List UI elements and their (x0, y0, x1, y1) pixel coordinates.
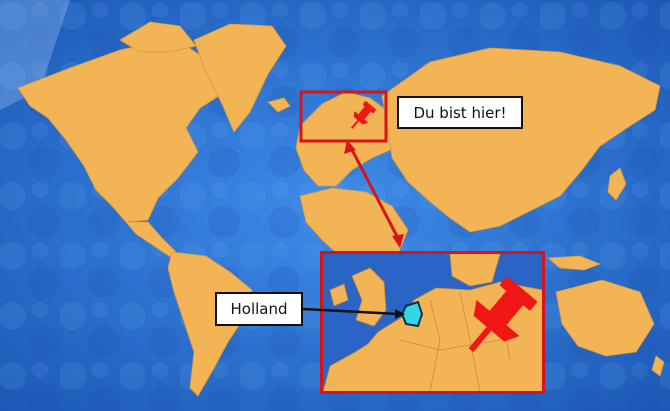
holland-pointer (302, 307, 405, 319)
indonesia (546, 255, 602, 271)
inset-mainland-europe (323, 281, 543, 392)
australia (555, 279, 655, 357)
greenland (193, 23, 287, 133)
large-pushpin-icon (468, 276, 537, 353)
light-haze (0, 0, 70, 110)
zoom-inset-border (320, 251, 545, 394)
connector-arrow (344, 140, 404, 248)
zoom-inset (323, 254, 543, 392)
inset-ireland (329, 283, 349, 307)
you-are-here-label: Du bist hier! (397, 96, 523, 129)
new-zealand (651, 355, 665, 377)
inset-scandinavia (449, 254, 501, 287)
holland-label: Holland (215, 292, 303, 326)
location-highlight-box (299, 90, 388, 143)
south-america (167, 251, 253, 397)
japan (607, 167, 627, 201)
asia (381, 47, 661, 233)
iceland (267, 97, 291, 113)
pushpin-icon (350, 101, 376, 129)
